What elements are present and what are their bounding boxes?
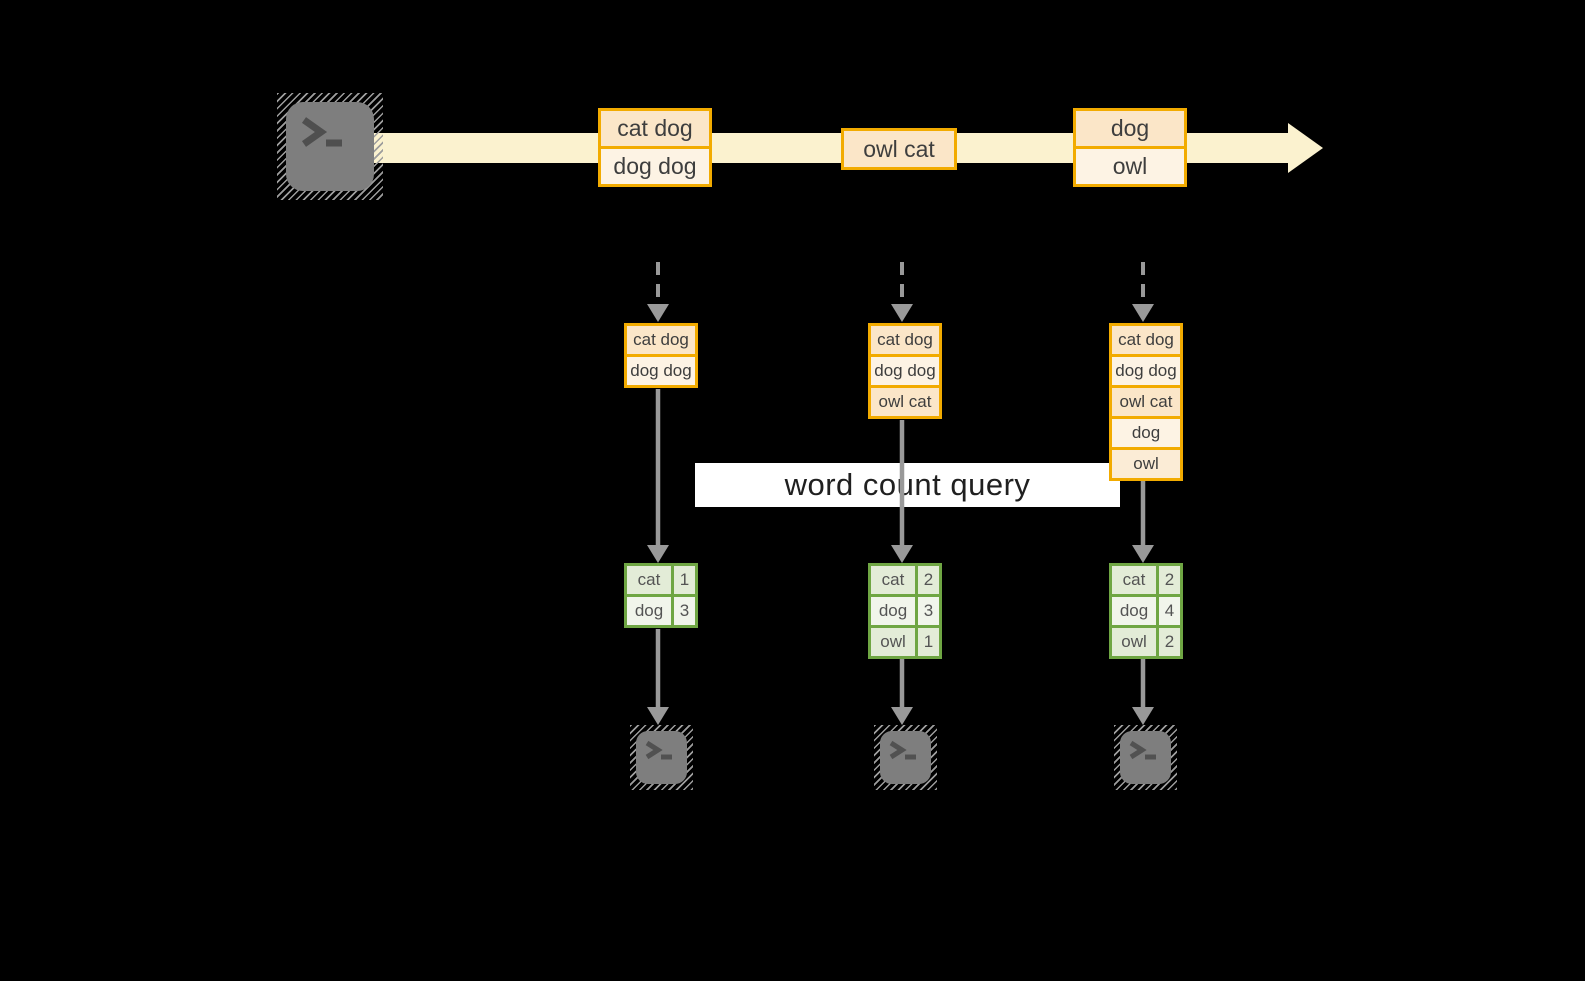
message-row: dog dog (601, 149, 709, 184)
count-cell: 2 (1159, 566, 1180, 594)
count-cell: 4 (1159, 597, 1180, 625)
message-row: owl (1076, 149, 1184, 184)
count-cell: 3 (918, 597, 939, 625)
terminal-body (880, 731, 931, 784)
count-table: cat 1 dog 3 (624, 563, 698, 628)
stream-arrowhead-icon (1288, 123, 1323, 173)
message-row: dog (1076, 111, 1184, 146)
message-row: cat dog (601, 111, 709, 146)
count-table: cat 2 dog 4 owl 2 (1109, 563, 1183, 659)
word-cell: cat (627, 566, 671, 594)
count-cell: 1 (674, 566, 695, 594)
word-cell: dog (1112, 597, 1156, 625)
message-row: owl cat (844, 131, 954, 167)
prompt-icon (1129, 740, 1156, 760)
word-cell: dog (627, 597, 671, 625)
buffer-box: cat dog dog dog (624, 323, 698, 388)
buffer-row: cat dog (627, 326, 695, 354)
prompt-icon (889, 740, 916, 760)
dashed-arrow (647, 262, 1154, 322)
buffer-row: dog dog (1112, 357, 1180, 385)
sink-terminal-icon (1114, 725, 1177, 790)
query-label: word count query (695, 463, 1120, 507)
buffer-row: owl (1112, 450, 1180, 478)
buffer-box: cat dog dog dog owl cat (868, 323, 942, 419)
count-cell: 1 (918, 628, 939, 656)
buffer-box: cat dog dog dog owl cat dog owl (1109, 323, 1183, 481)
stream-message-box: cat dog dog dog (598, 108, 712, 187)
buffer-row: dog (1112, 419, 1180, 447)
count-cell: 2 (918, 566, 939, 594)
word-cell: dog (871, 597, 915, 625)
sink-terminal-icon (874, 725, 937, 790)
buffer-row: owl cat (1112, 388, 1180, 416)
count-table: cat 2 dog 3 owl 1 (868, 563, 942, 659)
word-cell: cat (1112, 566, 1156, 594)
terminal-body (286, 102, 374, 191)
stream-message-box: dog owl (1073, 108, 1187, 187)
buffer-row: cat dog (871, 326, 939, 354)
count-cell: 2 (1159, 628, 1180, 656)
buffer-row: owl cat (871, 388, 939, 416)
prompt-icon (645, 740, 672, 760)
stream-message-box: owl cat (841, 128, 957, 170)
word-cell: owl (1112, 628, 1156, 656)
buffer-row: dog dog (627, 357, 695, 385)
buffer-row: cat dog (1112, 326, 1180, 354)
prompt-icon (301, 117, 342, 147)
sink-terminal-icon (630, 725, 693, 790)
terminal-body (1120, 731, 1171, 784)
count-cell: 3 (674, 597, 695, 625)
buffer-row: dog dog (871, 357, 939, 385)
word-cell: cat (871, 566, 915, 594)
source-terminal-icon (277, 93, 383, 200)
word-cell: owl (871, 628, 915, 656)
terminal-body (636, 731, 687, 784)
